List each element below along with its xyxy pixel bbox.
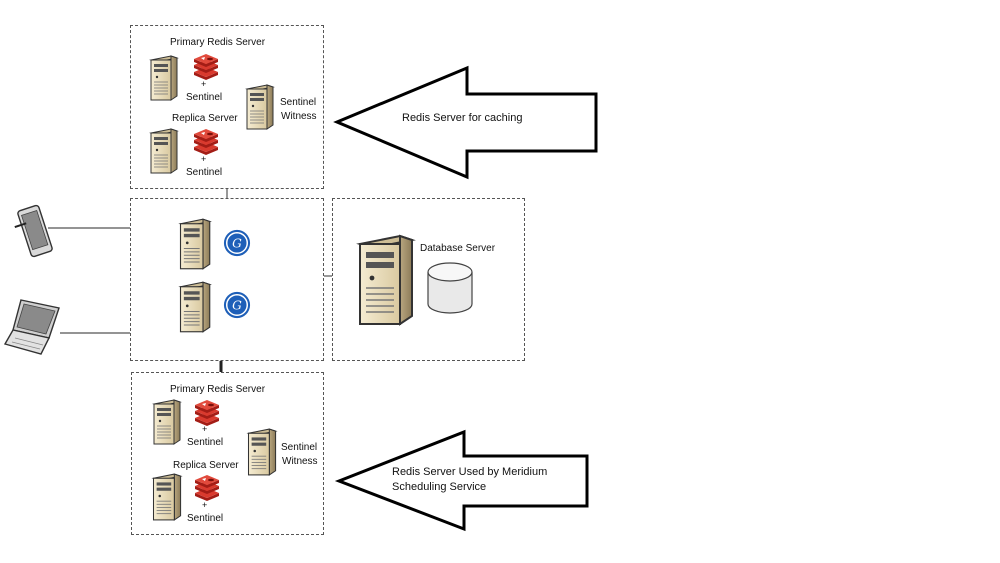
sentinel-plus: + <box>201 154 207 164</box>
scheduling-replica-label: Replica Server <box>173 460 239 471</box>
callout-scheduling-line2: Scheduling Service <box>392 481 487 493</box>
cache-primary-label: Primary Redis Server <box>170 37 266 48</box>
tablet-icon <box>14 204 53 258</box>
sentinel-label: Sentinel <box>187 437 224 448</box>
witness-label-line2: Witness <box>282 456 318 467</box>
callout-caching-text: Redis Server for caching <box>402 112 523 124</box>
callout-scheduling-line1: Redis Server Used by Meridium <box>392 466 548 478</box>
witness-label-line1: Sentinel <box>281 442 318 453</box>
cache-replica-label: Replica Server <box>172 113 238 124</box>
sentinel-label: Sentinel <box>186 167 223 178</box>
sentinel-label: Sentinel <box>187 513 224 524</box>
sentinel-label: Sentinel <box>186 92 223 103</box>
database-server-label: Database Server <box>420 243 496 254</box>
app-server-box <box>130 198 324 361</box>
sentinel-plus: + <box>202 500 208 510</box>
database-cylinder-icon <box>427 262 473 314</box>
sentinel-plus: + <box>201 79 207 89</box>
scheduling-primary-label: Primary Redis Server <box>170 384 266 395</box>
sentinel-plus: + <box>202 424 208 434</box>
cache-cluster-box <box>130 25 324 189</box>
database-server-box <box>332 198 525 361</box>
witness-label-line1: Sentinel <box>280 97 317 108</box>
scheduling-cluster-box <box>131 372 324 535</box>
laptop-icon <box>3 299 60 355</box>
witness-label-line2: Witness <box>281 111 317 122</box>
